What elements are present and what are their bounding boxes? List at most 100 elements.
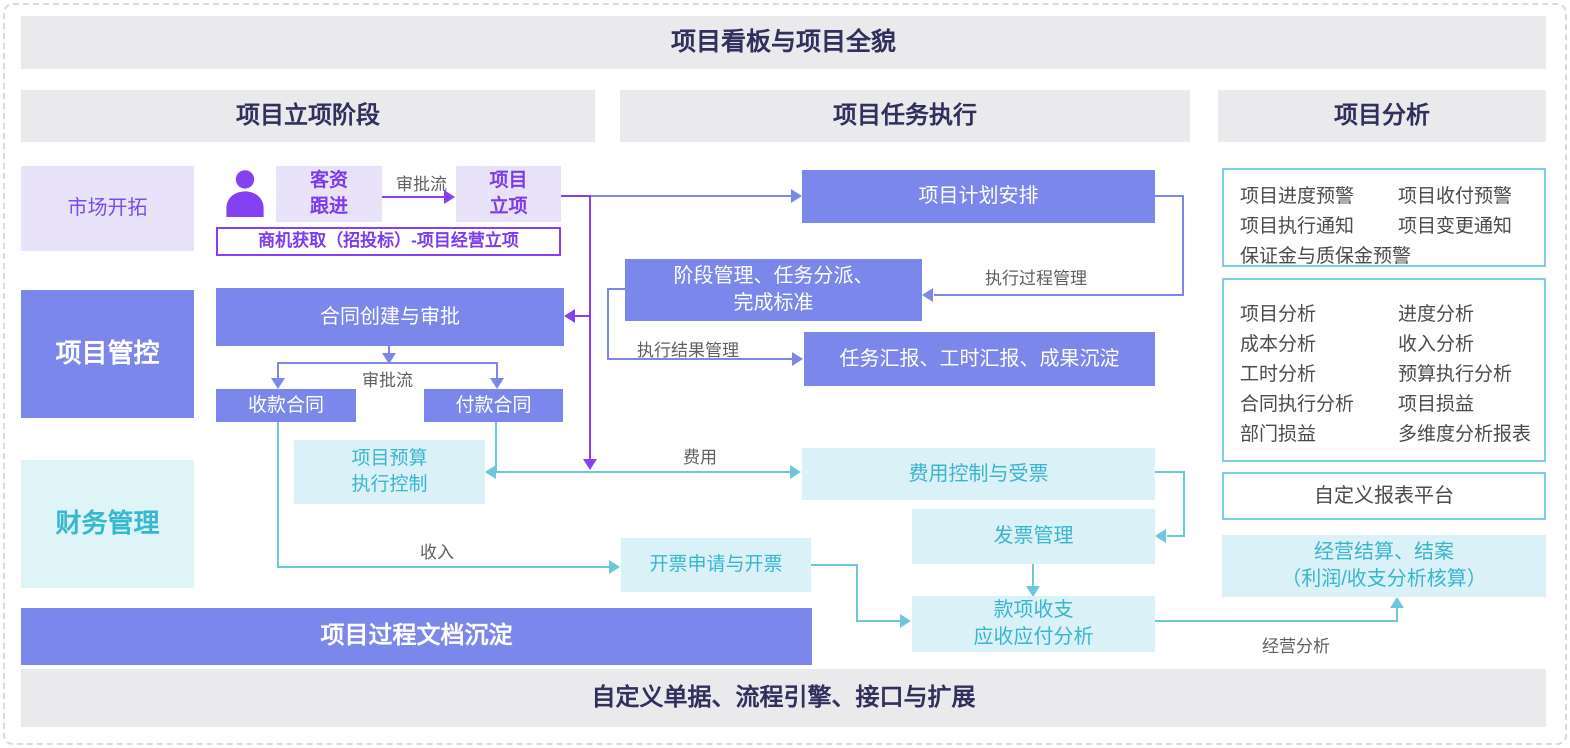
analysis-item: 项目分析	[1240, 304, 1317, 325]
doc-banner-label: 项目过程文档沉淀	[320, 622, 513, 650]
analysis-item: 预算执行分析	[1398, 364, 1513, 385]
arrowhead	[1155, 529, 1166, 543]
box-budget-control-label: 项目预算 执行控制	[351, 448, 428, 495]
box-receipt-contract: 收款合同	[216, 389, 356, 422]
top-banner: 项目看板与项目全貌	[21, 16, 1546, 69]
box-task-report-label: 任务汇报、工时汇报、成果沉淀	[839, 347, 1120, 370]
arrowhead	[490, 378, 504, 389]
connector	[278, 362, 498, 364]
connector	[1155, 620, 1398, 622]
arrowhead	[609, 560, 620, 574]
box-report-platform-label: 自定义报表平台	[1314, 484, 1454, 507]
analysis-item: 工时分析	[1240, 364, 1317, 385]
box-project-initiate: 项目 立项	[456, 166, 561, 222]
header-initiation: 项目立项阶段	[21, 90, 595, 142]
edge-label-exec-result: 执行结果管理	[637, 341, 739, 360]
rail-project-control-label: 项目管控	[55, 338, 160, 369]
connector	[589, 195, 591, 459]
rail-market: 市场开拓	[21, 166, 194, 251]
connector	[575, 315, 591, 317]
arrowhead	[485, 465, 496, 479]
connector	[382, 196, 444, 198]
connector	[496, 362, 498, 378]
edge-label-income-flow: 收入	[420, 543, 454, 562]
person-icon	[221, 167, 269, 222]
connector	[591, 195, 791, 197]
connector	[811, 564, 858, 566]
connector	[1183, 471, 1185, 537]
rail-finance-label: 财务管理	[55, 508, 160, 539]
box-invoicing-label: 开票申请与开票	[649, 554, 783, 576]
edge-label-exec-process: 执行过程管理	[985, 269, 1087, 288]
box-project-initiate-label: 项目 立项	[489, 170, 528, 217]
edge-label-expense-flow: 费用	[683, 448, 717, 467]
connector	[1155, 471, 1185, 473]
rail-project-control: 项目管控	[21, 290, 194, 418]
connector	[1155, 195, 1184, 197]
arrowhead	[1390, 597, 1404, 608]
header-analysis: 项目分析	[1218, 90, 1546, 142]
analysis-item: 项目损益	[1398, 394, 1475, 415]
box-receipt-contract-label: 收款合同	[247, 394, 324, 416]
arrowhead	[564, 309, 575, 323]
arrowhead	[1026, 586, 1040, 597]
arrowhead	[790, 465, 801, 479]
box-customer-follow: 客资 跟进	[276, 166, 382, 222]
connector	[495, 422, 497, 471]
connector	[856, 620, 900, 622]
arrowhead	[900, 614, 911, 628]
box-settlement-label: 经营结算、结案 （利润/收支分析核算）	[1281, 541, 1487, 590]
arrowhead	[922, 288, 933, 302]
alert-item: 项目变更通知	[1398, 216, 1513, 237]
box-payment-contract-label: 付款合同	[455, 394, 532, 416]
analysis-item: 进度分析	[1398, 304, 1475, 325]
analysis-item: 合同执行分析	[1240, 394, 1355, 415]
box-contract-create-label: 合同创建与审批	[320, 305, 460, 328]
arrowhead	[792, 352, 803, 366]
connector	[607, 358, 792, 360]
alert-item: 项目执行通知	[1240, 216, 1355, 237]
box-invoicing: 开票申请与开票	[621, 538, 811, 592]
platform-banner-label: 自定义单据、流程引擎、接口与扩展	[591, 683, 976, 711]
box-expense-control-label: 费用控制与受票	[908, 462, 1049, 485]
connector	[1167, 535, 1185, 537]
alert-item: 保证金与质保金预警	[1240, 246, 1412, 267]
box-payments-analysis: 款项收支 应收应付分析	[912, 596, 1155, 652]
connector	[1396, 607, 1398, 622]
connector	[277, 566, 609, 568]
box-invoice-management: 发票管理	[912, 509, 1155, 564]
box-opportunity-label: 商机获取（招投标）-项目经营立项	[258, 231, 519, 251]
connector	[388, 346, 390, 354]
connector	[277, 422, 279, 567]
edge-label-business-analysis: 经营分析	[1262, 637, 1330, 656]
rail-market-label: 市场开拓	[67, 197, 148, 219]
box-stage-management-label: 阶段管理、任务分派、 完成标准	[673, 265, 874, 314]
box-contract-create: 合同创建与审批	[216, 288, 564, 346]
connector	[856, 564, 858, 622]
box-invoice-management-label: 发票管理	[993, 525, 1074, 547]
connector	[561, 195, 591, 197]
connector	[1032, 564, 1034, 587]
box-payment-contract: 付款合同	[424, 389, 563, 422]
analysis-item: 部门损益	[1240, 424, 1317, 445]
connector	[496, 471, 790, 473]
box-task-report: 任务汇报、工时汇报、成果沉淀	[804, 332, 1155, 386]
doc-banner: 项目过程文档沉淀	[21, 608, 812, 665]
platform-banner: 自定义单据、流程引擎、接口与扩展	[21, 669, 1546, 727]
analysis-item: 成本分析	[1240, 334, 1317, 355]
panel-alerts: 项目进度预警 项目收付预警 项目执行通知 项目变更通知 保证金与质保金预警	[1222, 168, 1546, 267]
box-opportunity: 商机获取（招投标）-项目经营立项	[216, 227, 561, 256]
box-expense-control: 费用控制与受票	[802, 448, 1155, 500]
top-banner-title: 项目看板与项目全貌	[670, 27, 896, 56]
connector	[607, 288, 609, 359]
box-project-plan: 项目计划安排	[802, 170, 1155, 223]
arrowhead	[271, 378, 285, 389]
arrowhead	[791, 189, 802, 203]
edge-label-approval-flow-top: 审批流	[396, 175, 447, 194]
box-stage-management: 阶段管理、任务分派、 完成标准	[625, 259, 922, 321]
box-budget-control: 项目预算 执行控制	[294, 440, 485, 504]
connector	[934, 294, 1184, 296]
analysis-item: 多维度分析报表	[1398, 424, 1532, 445]
header-analysis-label: 项目分析	[1334, 101, 1430, 129]
